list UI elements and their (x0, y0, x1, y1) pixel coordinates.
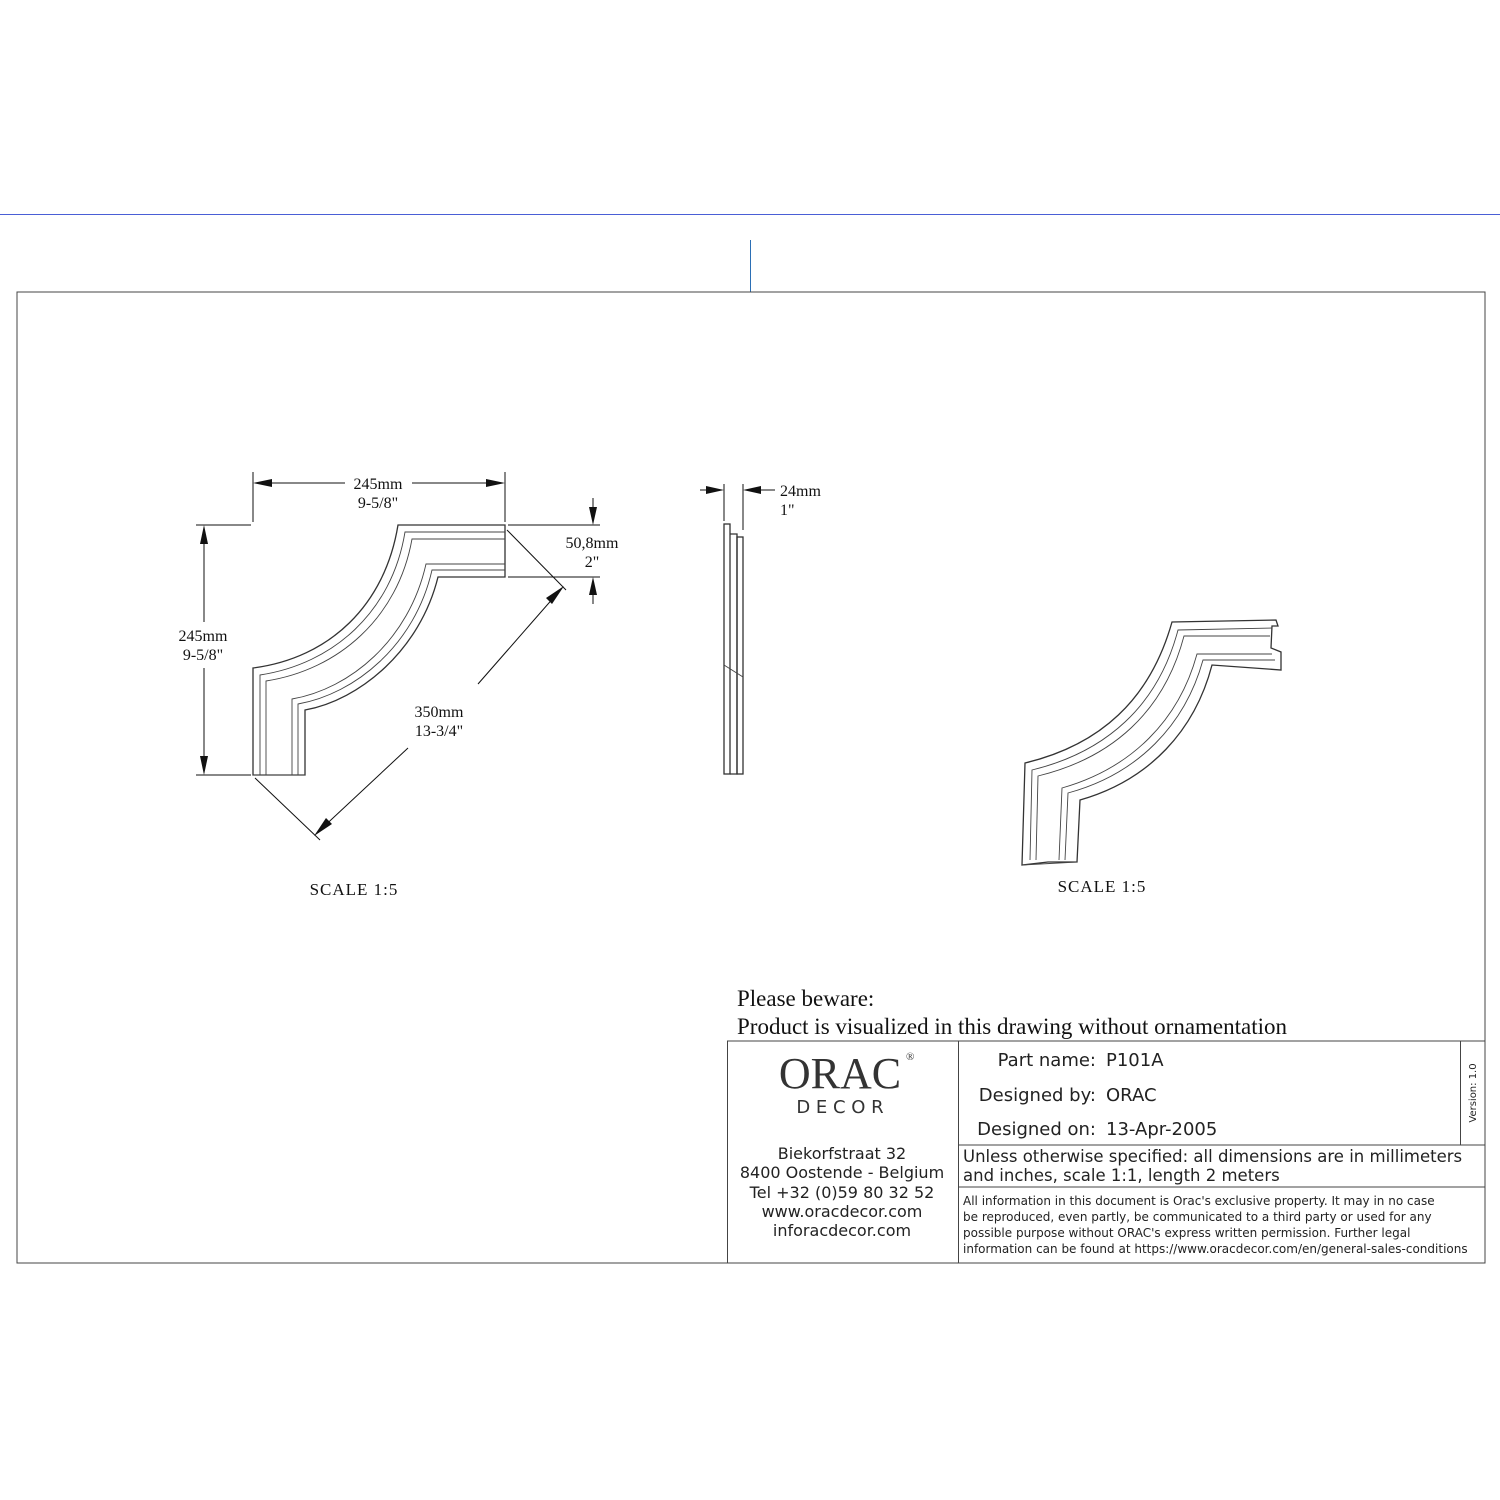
part-name-value: P101A (1106, 1050, 1164, 1071)
diagonal-mm-label: 350mm (415, 704, 464, 721)
depth-mm-label: 24mm (780, 483, 821, 500)
diagonal-inch-label: 13-3/4" (415, 723, 463, 740)
version-label: Version: 1.0 (1468, 1063, 1479, 1122)
profile-inch-label: 2" (585, 554, 600, 571)
legal-line-4: information can be found at https://www.… (963, 1242, 1468, 1256)
side-view (700, 484, 775, 775)
address-phone: Tel +32 (0)59 80 32 52 (749, 1183, 935, 1202)
profile-mm-label: 50,8mm (566, 535, 619, 552)
legal-line-1: All information in this document is Orac… (963, 1194, 1435, 1208)
height-mm-label: 245mm (179, 628, 228, 645)
iso-view (1021, 619, 1282, 866)
address-email: inforacdecor.com (773, 1221, 911, 1240)
decor-logo: D E C O R (796, 1097, 883, 1118)
address-city: 8400 Oostende - Belgium (740, 1163, 944, 1182)
front-view (196, 472, 600, 841)
part-name-label: Part name: (998, 1050, 1096, 1071)
spec-line-1: Unless otherwise specified: all dimensio… (963, 1147, 1462, 1166)
registered-mark: ® (906, 1051, 914, 1063)
designed-on-label: Designed on: (977, 1119, 1096, 1140)
legal-line-3: possible purpose without ORAC's express … (963, 1226, 1410, 1240)
orac-logo: ORAC (779, 1049, 901, 1098)
depth-inch-label: 1" (780, 502, 795, 519)
height-inch-label: 9-5/8" (183, 647, 223, 664)
designed-by-value: ORAC (1106, 1085, 1157, 1106)
designed-by-label: Designed by: (979, 1085, 1096, 1106)
drawing-frame (16, 291, 1486, 1264)
legal-line-2: be reproduced, even partly, be communica… (963, 1210, 1432, 1224)
designed-on-value: 13-Apr-2005 (1106, 1119, 1217, 1140)
beware-text: Product is visualized in this drawing wi… (737, 1014, 1288, 1039)
title-block (727, 1040, 1485, 1263)
front-scale-label: SCALE 1:5 (310, 880, 399, 899)
width-inch-label: 9-5/8" (358, 495, 398, 512)
address-street: Biekorfstraat 32 (778, 1144, 906, 1163)
address-website: www.oracdecor.com (762, 1202, 923, 1221)
iso-scale-label: SCALE 1:5 (1058, 877, 1147, 896)
beware-heading: Please beware: (737, 986, 874, 1011)
spec-line-2: and inches, scale 1:1, length 2 meters (963, 1166, 1280, 1185)
width-mm-label: 245mm (354, 476, 403, 493)
